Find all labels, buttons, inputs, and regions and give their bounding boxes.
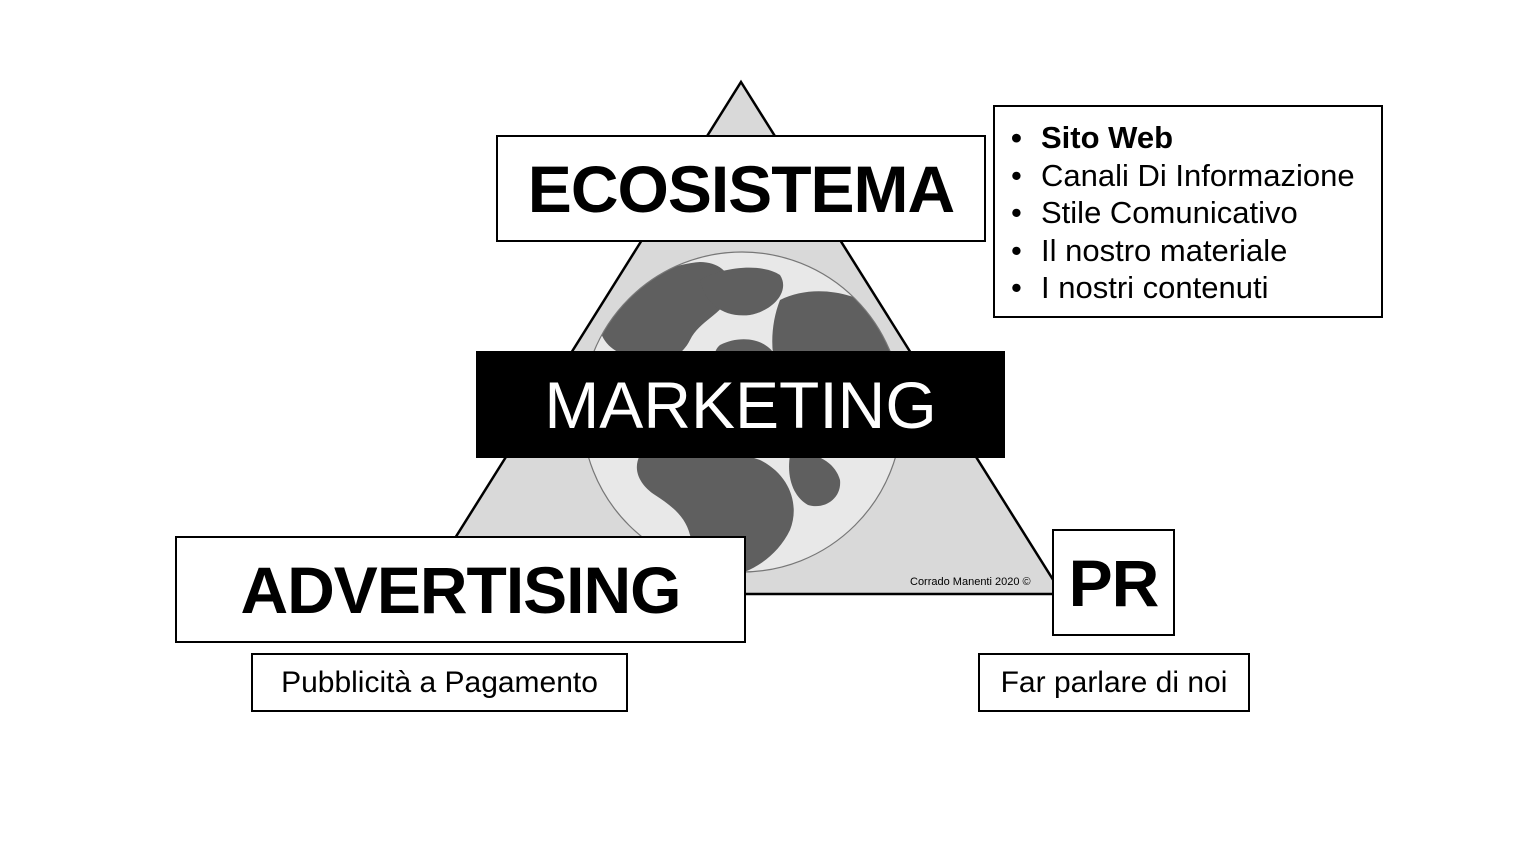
advertising-box: ADVERTISING	[175, 536, 746, 643]
list-item: Canali Di Informazione	[1007, 157, 1371, 195]
list-item: I nostri contenuti	[1007, 269, 1371, 307]
list-item: Stile Comunicativo	[1007, 194, 1371, 232]
ecosistema-label: ECOSISTEMA	[527, 151, 955, 226]
advertising-description-box: Pubblicità a Pagamento	[251, 653, 628, 712]
ecosistema-list-box: Sito Web Canali Di Informazione Stile Co…	[993, 105, 1383, 318]
copyright-credit: Corrado Manenti 2020 ©	[910, 576, 1031, 588]
list-item: Sito Web	[1007, 119, 1371, 157]
pr-label: PR	[1068, 545, 1160, 620]
advertising-label: ADVERTISING	[240, 552, 681, 627]
pr-description: Far parlare di noi	[1000, 665, 1228, 699]
list-item: Il nostro materiale	[1007, 232, 1371, 270]
marketing-box: MARKETING	[476, 351, 1005, 458]
marketing-label: MARKETING	[544, 367, 937, 442]
ecosistema-box: ECOSISTEMA	[496, 135, 986, 242]
advertising-description: Pubblicità a Pagamento	[281, 665, 598, 699]
pr-description-box: Far parlare di noi	[978, 653, 1250, 712]
pr-box: PR	[1052, 529, 1175, 636]
ecosistema-list: Sito Web Canali Di Informazione Stile Co…	[1007, 119, 1371, 307]
